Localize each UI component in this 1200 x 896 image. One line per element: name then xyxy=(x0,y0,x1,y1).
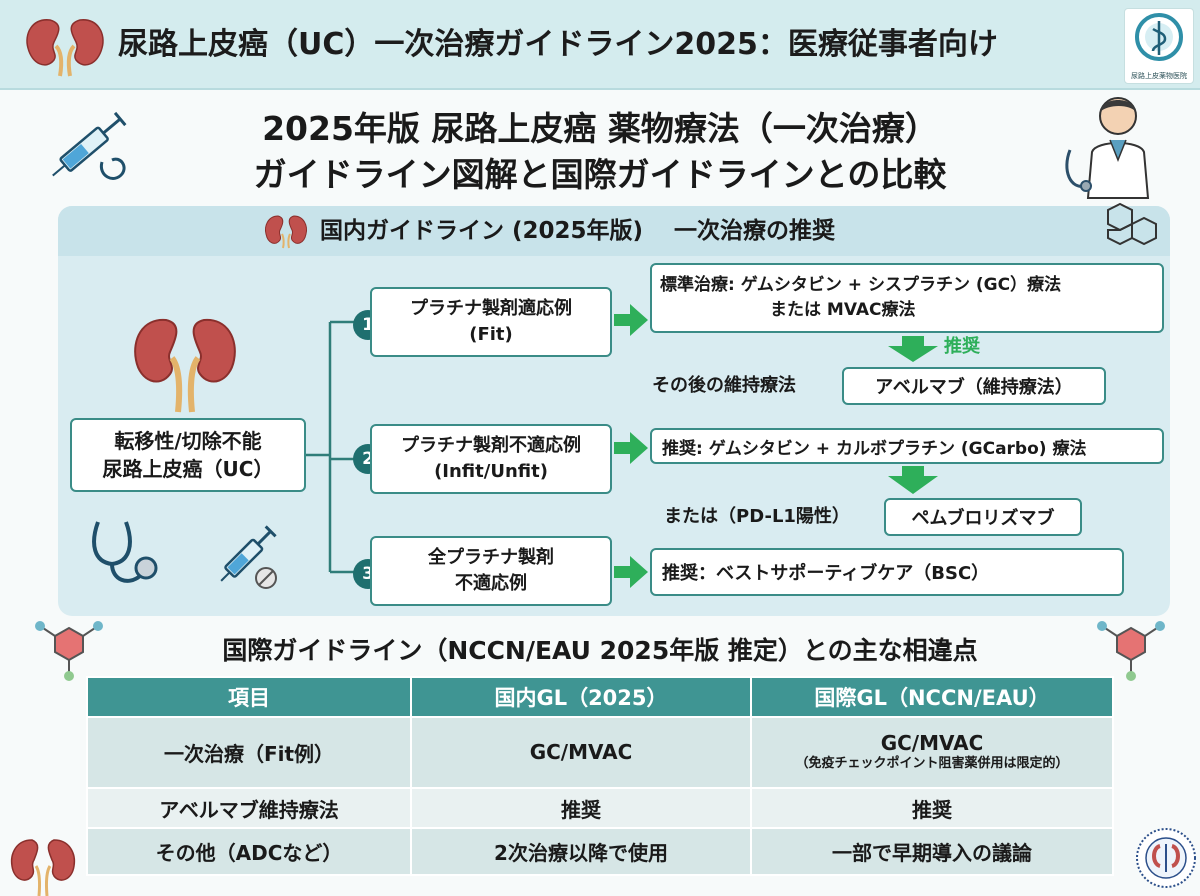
branch-2-line-1: プラチナ製剤不適応例 xyxy=(401,435,581,456)
table-cell-item: アベルマブ維持療法 xyxy=(86,786,412,830)
branch-2-line-2: (Infit/Unfit) xyxy=(434,461,548,482)
table-row: 一次治療（Fit例） GC/MVAC GC/MVAC （免疫チェックポイント阻害… xyxy=(86,716,1114,789)
pembrolizumab-box: ペムブロリズマブ xyxy=(884,498,1082,536)
table-cell-international-note: （免疫チェックポイント阻害薬併用は限定的） xyxy=(795,756,1069,772)
hospital-logo-icon xyxy=(1135,13,1183,61)
main-title-line-2: ガイドライン図解と国際ガイドラインとの比較 xyxy=(253,155,947,194)
table-row: その他（ADCなど） 2次治療以降で使用 一部で早期導入の議論 xyxy=(86,827,1114,876)
branch-3-line-1: 全プラチナ製剤 xyxy=(428,547,554,568)
table-cell-international-value: GC/MVAC xyxy=(880,731,984,756)
table-cell-item: 一次治療（Fit例） xyxy=(86,716,412,789)
column-header-domestic: 国内GL（2025） xyxy=(410,676,752,718)
domestic-heading-bar xyxy=(58,206,1170,256)
result-box-2: 推奨: ゲムシタビン + カルボプラチン (GCarbo) 療法 xyxy=(650,428,1164,464)
syringe-icon xyxy=(220,525,277,589)
table-cell-international: 一部で早期導入の議論 xyxy=(750,827,1114,876)
domestic-heading: 国内ガイドライン (2025年版) 一次治療の推奨 xyxy=(320,218,836,244)
maintenance-value: アベルマブ（維持療法） xyxy=(875,377,1073,398)
molecule-icon xyxy=(35,621,103,681)
maintenance-label: その後の維持療法 xyxy=(652,375,796,396)
result-2-line-1: 推奨: ゲムシタビン + カルボプラチン (GCarbo) 療法 xyxy=(662,438,1087,459)
recommend-label: 推奨 xyxy=(944,336,980,357)
table-cell-domestic: GC/MVAC xyxy=(410,716,752,789)
kidney-icon xyxy=(10,839,76,896)
branch-box-1: プラチナ製剤適応例 (Fit) xyxy=(370,287,612,357)
result-1-line-1: 標準治療: ゲムシタビン + シスプラチン (GC）療法 xyxy=(660,275,1062,295)
molecule-icon xyxy=(1107,202,1157,246)
result-box-1: 標準治療: ゲムシタビン + シスプラチン (GC）療法 または MVAC療法 xyxy=(650,263,1164,333)
doctor-icon xyxy=(1065,97,1150,199)
stethoscope-icon xyxy=(92,521,158,583)
header-title: 尿路上皮癌（UC）一次治療ガイドライン2025：医療従事者向け xyxy=(118,27,998,62)
kidney-icon xyxy=(265,215,307,249)
result-box-3: 推奨：ベストサポーティブケア（BSC） xyxy=(650,548,1124,596)
branch-1-line-2: (Fit) xyxy=(469,324,513,345)
seal-icon xyxy=(1136,828,1196,888)
kidney-icon xyxy=(26,19,104,77)
column-header-item: 項目 xyxy=(86,676,412,718)
branch-3-line-2: 不適応例 xyxy=(455,573,527,594)
table-cell-domestic: 2次治療以降で使用 xyxy=(410,827,752,876)
table-cell-international: 推奨 xyxy=(750,786,1114,830)
result-1-line-2: または MVAC療法 xyxy=(770,300,916,320)
branch-1-line-1: プラチナ製剤適応例 xyxy=(410,298,572,319)
branch-box-3: 全プラチナ製剤 不適応例 xyxy=(370,536,612,606)
maintenance-box: アベルマブ（維持療法） xyxy=(842,367,1106,405)
table-cell-item: その他（ADCなど） xyxy=(86,827,412,876)
branch-box-2: プラチナ製剤不適応例 (Infit/Unfit) xyxy=(370,424,612,494)
result-3-line-1: 推奨：ベストサポーティブケア（BSC） xyxy=(662,563,990,584)
hospital-logo xyxy=(1124,8,1194,84)
comparison-table: 項目 国内GL（2025） 国際GL（NCCN/EAU） 一次治療（Fit例） … xyxy=(86,676,1114,876)
root-condition-box: 転移性/切除不能 尿路上皮癌（UC） xyxy=(70,418,306,492)
column-header-international: 国際GL（NCCN/EAU） xyxy=(750,676,1114,718)
comparison-heading: 国際ガイドライン（NCCN/EAU 2025年版 推定）との主な相違点 xyxy=(222,636,978,665)
molecule-icon xyxy=(1097,621,1165,681)
table-header-row: 項目 国内GL（2025） 国際GL（NCCN/EAU） xyxy=(86,676,1114,718)
kidney-icon xyxy=(134,318,236,413)
hospital-logo-text: 尿路上皮薬物医院 xyxy=(1131,72,1187,80)
root-line-2: 尿路上皮癌（UC） xyxy=(102,457,274,481)
main-title-line-1: 2025年版 尿路上皮癌 薬物療法（一次治療） xyxy=(262,109,938,148)
header-bar xyxy=(0,0,1200,90)
root-line-1: 転移性/切除不能 xyxy=(114,429,262,453)
pdl1-alt-label: または（PD-L1陽性） xyxy=(664,506,850,527)
syringe-icon xyxy=(52,111,127,180)
table-cell-domestic: 推奨 xyxy=(410,786,752,830)
pembrolizumab-value: ペムブロリズマブ xyxy=(911,508,1055,529)
table-row: アベルマブ維持療法 推奨 推奨 xyxy=(86,786,1114,830)
table-cell-international: GC/MVAC （免疫チェックポイント阻害薬併用は限定的） xyxy=(750,716,1114,789)
